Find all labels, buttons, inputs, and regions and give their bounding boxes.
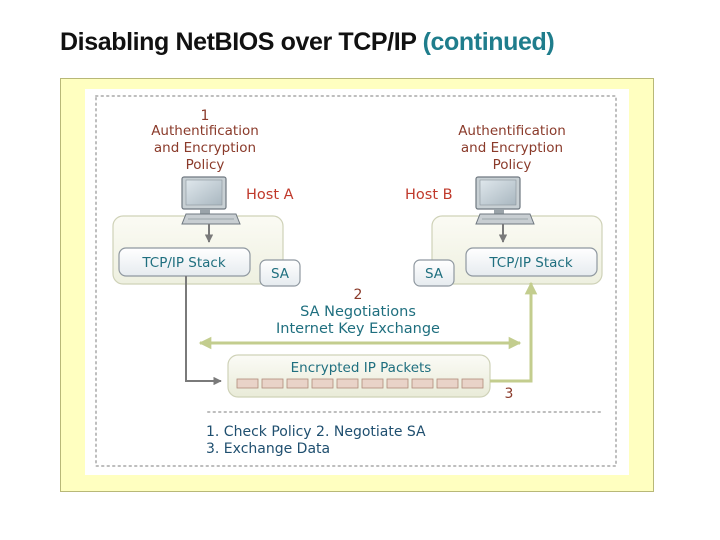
tcpip-stack-b-label: TCP/IP Stack (488, 255, 573, 271)
packet-cell (436, 378, 459, 389)
policy-b-line-2: and Encryption (461, 140, 563, 156)
packet-cell (461, 378, 484, 389)
slide-title-suffix: (continued) (422, 28, 555, 56)
negotiation-label-line-2: Internet Key Exchange (276, 321, 440, 337)
policy-b-line-1: Authentification (458, 123, 566, 139)
sa-box-a-label: SA (271, 266, 290, 282)
packet-cell (236, 378, 259, 389)
dotted-border (95, 95, 617, 467)
data-flow-arrow-a (185, 276, 222, 386)
packet-cell (386, 378, 409, 389)
policy-b-line-3: Policy (493, 157, 532, 173)
slide-title: Disabling NetBIOS over TCP/IP (continued… (60, 28, 555, 57)
tcpip-stack-b (465, 247, 598, 277)
packet-cell (261, 378, 284, 389)
host-a-label: Host A (246, 187, 294, 203)
packet-cell (286, 378, 309, 389)
packet-cell (336, 378, 359, 389)
legend-line-2: 3. Exchange Data (206, 441, 330, 457)
encrypted-packets-label: Encrypted IP Packets (291, 360, 432, 376)
negotiation-label-line-1: SA Negotiations (300, 304, 416, 320)
host-b-label: Host B (405, 187, 453, 203)
sa-box-b-label: SA (425, 266, 444, 282)
slide-title-main: Disabling NetBIOS over TCP/IP (60, 28, 417, 56)
step-1-number: 1 (201, 108, 210, 124)
packet-cell (361, 378, 384, 389)
policy-a-line-2: and Encryption (154, 140, 256, 156)
sa-box-b (413, 259, 455, 287)
policy-a-line-3: Policy (186, 157, 225, 173)
packet-cell (311, 378, 334, 389)
sa-box-a (259, 259, 301, 287)
computer-b-icon (475, 176, 535, 225)
legend-line-1: 1. Check Policy 2. Negotiate SA (206, 424, 426, 440)
packet-cell (411, 378, 434, 389)
tcpip-stack-a-label: TCP/IP Stack (141, 255, 226, 271)
step-3-number: 3 (505, 386, 514, 402)
packet-cells (236, 378, 484, 389)
computer-a-icon (181, 176, 241, 225)
step-2-number: 2 (354, 287, 363, 303)
tcpip-stack-a (118, 247, 251, 277)
data-flow-arrow-b (490, 281, 538, 383)
policy-a-line-1: Authentification (151, 123, 259, 139)
